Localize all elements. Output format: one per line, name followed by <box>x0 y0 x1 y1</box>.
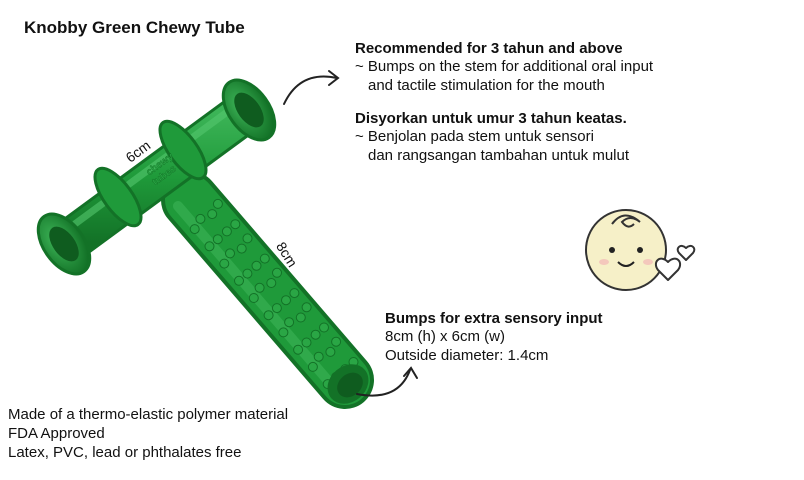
stem-bump <box>266 278 277 288</box>
recommended-section: Recommended for 3 tahun and above ~ Bump… <box>355 40 795 95</box>
stem-bump <box>236 243 247 254</box>
bumps-diameter: Outside diameter: 1.4cm <box>385 347 549 364</box>
disyorkan-line-1: ~ Benjolan pada stem untuk sensori <box>355 128 594 145</box>
stem-bump <box>234 275 244 286</box>
stem-bump <box>263 310 274 321</box>
fda-line: FDA Approved <box>8 425 105 442</box>
stem-bump <box>259 253 270 264</box>
free-from-line: Latex, PVC, lead or phthalates free <box>8 444 242 461</box>
stem-bump <box>281 295 291 306</box>
heart-icon <box>676 244 696 261</box>
stem-bump <box>301 302 312 313</box>
stem-bump <box>251 260 262 271</box>
recommended-line-2: and tactile stimulation for the mouth <box>368 77 605 94</box>
stem-bump <box>230 219 241 230</box>
stem-bump <box>295 312 306 323</box>
chewy-tube-image: chewy tubes 6cm 8cm <box>36 78 374 409</box>
recommended-line-1: ~ Bumps on the stem for additional oral … <box>355 58 654 75</box>
baby-face-icon <box>585 209 667 291</box>
stem-bump <box>325 346 336 357</box>
stem-bump <box>271 303 282 314</box>
stem-bump <box>248 293 259 303</box>
stem-bump <box>272 267 282 278</box>
stem-bump <box>212 198 223 209</box>
arrow-icon <box>356 366 418 397</box>
stem-bump <box>207 209 218 220</box>
recommended-heading: Recommended for 3 tahun and above <box>355 40 623 57</box>
stem-bump <box>225 248 235 259</box>
stem-bump <box>242 268 253 279</box>
chewy-tube-stem <box>161 171 374 409</box>
disyorkan-heading: Disyorkan untuk umur 3 tahun keatas. <box>355 110 627 127</box>
stem-bump <box>204 241 215 252</box>
disyorkan-line-2: dan rangsangan tambahan untuk mulut <box>368 147 630 164</box>
bumps-dimensions: 8cm (h) x 6cm (w) <box>385 328 505 345</box>
stem-bump <box>313 351 324 362</box>
bumps-section: Bumps for extra sensory input 8cm (h) x … <box>385 310 785 365</box>
stem-bump <box>284 317 295 328</box>
stem-bump <box>301 337 312 348</box>
bumps-heading: Bumps for extra sensory input <box>385 310 603 327</box>
stem-bump <box>254 282 265 293</box>
arrow-icon <box>283 70 340 105</box>
stem-bump <box>293 344 304 355</box>
chewy-tube-crossbar: chewy tubes <box>36 78 277 276</box>
stem-bump <box>289 288 300 299</box>
stem-bump <box>189 224 200 235</box>
stem-bump <box>331 336 342 347</box>
stem-bump <box>219 258 230 269</box>
stem-bump <box>278 327 289 338</box>
stem-bump <box>307 361 318 372</box>
material-info: Made of a thermo-elastic polymer materia… <box>8 405 338 462</box>
material-line: Made of a thermo-elastic polymer materia… <box>8 406 289 423</box>
disyorkan-section: Disyorkan untuk umur 3 tahun keatas. ~ B… <box>355 110 795 165</box>
stem-bump <box>195 213 206 224</box>
heart-icon <box>654 257 682 281</box>
stem-bump <box>212 234 223 245</box>
stem-bump <box>242 233 253 244</box>
stem-bump <box>221 226 232 237</box>
page-title: Knobby Green Chewy Tube <box>24 18 245 37</box>
stem-bump <box>310 329 321 340</box>
stem-bump <box>319 322 329 333</box>
